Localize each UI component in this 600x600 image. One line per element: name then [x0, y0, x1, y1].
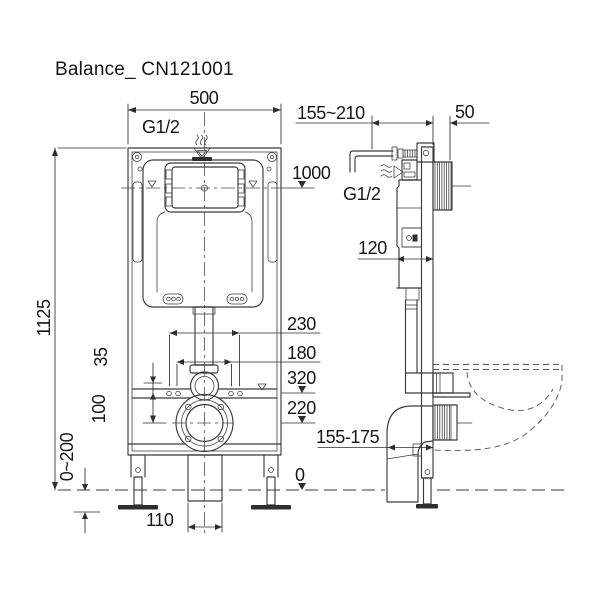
- dim-bracket-adjustment: 50: [455, 102, 475, 122]
- water-inlet-icon: [192, 134, 212, 161]
- dim-water-level: 1000: [292, 163, 331, 183]
- dim-fixing-height: 320: [287, 368, 316, 388]
- dim-flush-bend-offset: 35: [91, 347, 111, 367]
- dim-outlet-height: 220: [287, 398, 316, 418]
- dim-outlet-projection: 155-175: [316, 427, 380, 447]
- flush-connector: [432, 372, 471, 398]
- frame-screw-icon: [132, 152, 277, 162]
- side-leg: [416, 469, 438, 509]
- dim-frame-width: 500: [190, 88, 219, 108]
- dim-leg-adjustment: 0~200: [57, 432, 77, 481]
- fixing-crossbar: [131, 383, 278, 399]
- dim-inlet-thread-side: G1/2: [343, 184, 381, 204]
- front-dimensions: 500 G1/2 1000 1125 35 100 230 180 320 22…: [34, 88, 331, 534]
- dim-bend-to-outlet: 100: [89, 394, 109, 423]
- side-rail: [420, 146, 434, 479]
- outlet-connector: [432, 404, 473, 441]
- dim-bolt-spacing-inner: 180: [287, 343, 316, 363]
- water-flow-icon: [380, 164, 404, 179]
- dim-bolt-spacing-outer: 230: [287, 314, 316, 334]
- access-window: [164, 162, 246, 213]
- wall-anchor: [432, 161, 472, 211]
- dim-total-height: 1125: [34, 299, 54, 336]
- dim-floor-level: 0: [295, 465, 305, 485]
- dim-waste-pipe-width: 110: [146, 510, 174, 530]
- cistern-side: [396, 179, 434, 394]
- dim-cistern-depth: 120: [358, 238, 387, 258]
- adjustable-legs: [118, 454, 291, 510]
- dim-inlet-thread-front: G1/2: [142, 117, 180, 137]
- drain-elbow: [386, 405, 434, 503]
- drawing-title: Balance_ CN121001: [55, 59, 234, 80]
- top-bracket-rod: [391, 146, 418, 161]
- waste-outlet-flange: [172, 393, 234, 453]
- waste-pipe: [187, 454, 223, 502]
- water-level-mark-icon: [147, 180, 157, 188]
- dim-wall-depth-range: 155~210: [297, 103, 365, 123]
- tank-boss-icon: [162, 293, 248, 305]
- side-dimensions: 155~210 50 G1/2 120 155-175: [295, 102, 490, 451]
- side-view: [349, 142, 563, 509]
- toilet-bowl-outline: [432, 364, 563, 452]
- inlet-pipe: [349, 150, 394, 173]
- fill-valve: [401, 159, 418, 181]
- front-view: [118, 112, 291, 535]
- water-level-mark-icon: [248, 180, 258, 188]
